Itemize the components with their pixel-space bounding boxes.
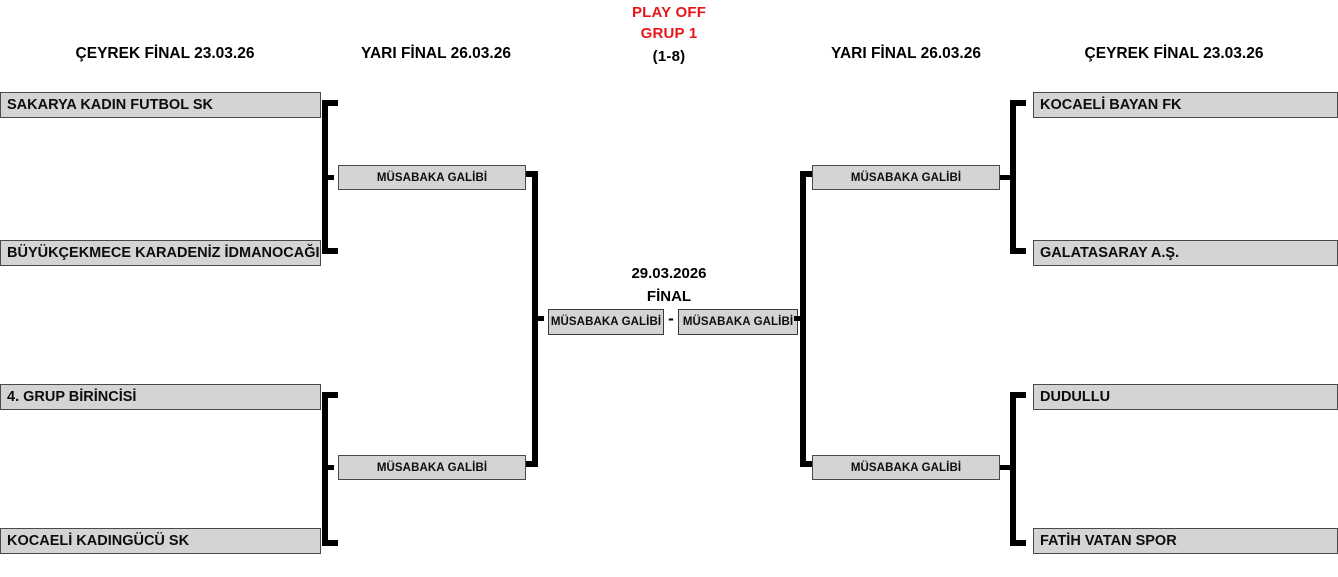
team-box-right-qf-3[interactable]: DUDULLU [1033,384,1338,410]
team-box-right-qf-4[interactable]: FATİH VATAN SPOR [1033,528,1338,554]
column-header-semi-final-right: YARI FİNAL 26.03.26 [831,45,981,62]
winner-box-left-sf-2[interactable]: MÜSABAKA GALİBİ [338,455,526,480]
team-box-left-qf-4[interactable]: KOCAELİ KADINGÜCÜ SK [0,528,321,554]
connector-right-upper-vertical [1010,100,1016,254]
column-header-quarter-final-right: ÇEYREK FİNAL 23.03.26 [1084,45,1264,62]
group-title: GRUP 1 [640,25,698,42]
final-date: 29.03.2026 [631,265,707,282]
final-box-home[interactable]: MÜSABAKA GALİBİ [548,309,664,335]
final-separator: - [668,309,674,328]
team-box-right-qf-2[interactable]: GALATASARAY A.Ş. [1033,240,1338,266]
column-header-semi-final-left: YARI FİNAL 26.03.26 [361,45,511,62]
connector-right-final-bottom-arm [800,461,812,467]
team-box-left-qf-2[interactable]: BÜYÜKÇEKMECE KARADENİZ İDMANOCAĞI [0,240,321,266]
team-box-right-qf-1[interactable]: KOCAELİ BAYAN FK [1033,92,1338,118]
play-off-title: PLAY OFF [631,4,707,21]
connector-left-final-stub [532,316,544,321]
connector-right-upper-top-arm [1010,100,1026,106]
final-label: FİNAL [646,288,692,305]
winner-box-left-sf-1[interactable]: MÜSABAKA GALİBİ [338,165,526,190]
connector-left-upper-top-arm [322,100,338,106]
team-box-left-qf-3[interactable]: 4. GRUP BİRİNCİSİ [0,384,321,410]
connector-left-final-top-arm [526,171,538,177]
connector-right-upper-stub [1000,175,1012,180]
connector-right-final-stub [794,316,806,321]
connector-right-final-top-arm [800,171,812,177]
column-header-quarter-final-left: ÇEYREK FİNAL 23.03.26 [75,45,255,62]
winner-box-right-sf-2[interactable]: MÜSABAKA GALİBİ [812,455,1000,480]
connector-left-final-bottom-arm [526,461,538,467]
final-box-away[interactable]: MÜSABAKA GALİBİ [678,309,798,335]
connector-left-lower-bottom-arm [322,540,338,546]
connector-right-lower-top-arm [1010,392,1026,398]
connector-right-upper-bottom-arm [1010,248,1026,254]
connector-right-lower-stub [1000,465,1012,470]
connector-right-lower-vertical [1010,392,1016,546]
team-box-left-qf-1[interactable]: SAKARYA KADIN FUTBOL SK [0,92,321,118]
connector-right-lower-bottom-arm [1010,540,1026,546]
connector-left-upper-bottom-arm [322,248,338,254]
connector-left-lower-stub [322,465,334,470]
winner-box-right-sf-1[interactable]: MÜSABAKA GALİBİ [812,165,1000,190]
connector-left-lower-top-arm [322,392,338,398]
group-range: (1-8) [652,48,686,65]
connector-left-upper-stub [322,175,334,180]
